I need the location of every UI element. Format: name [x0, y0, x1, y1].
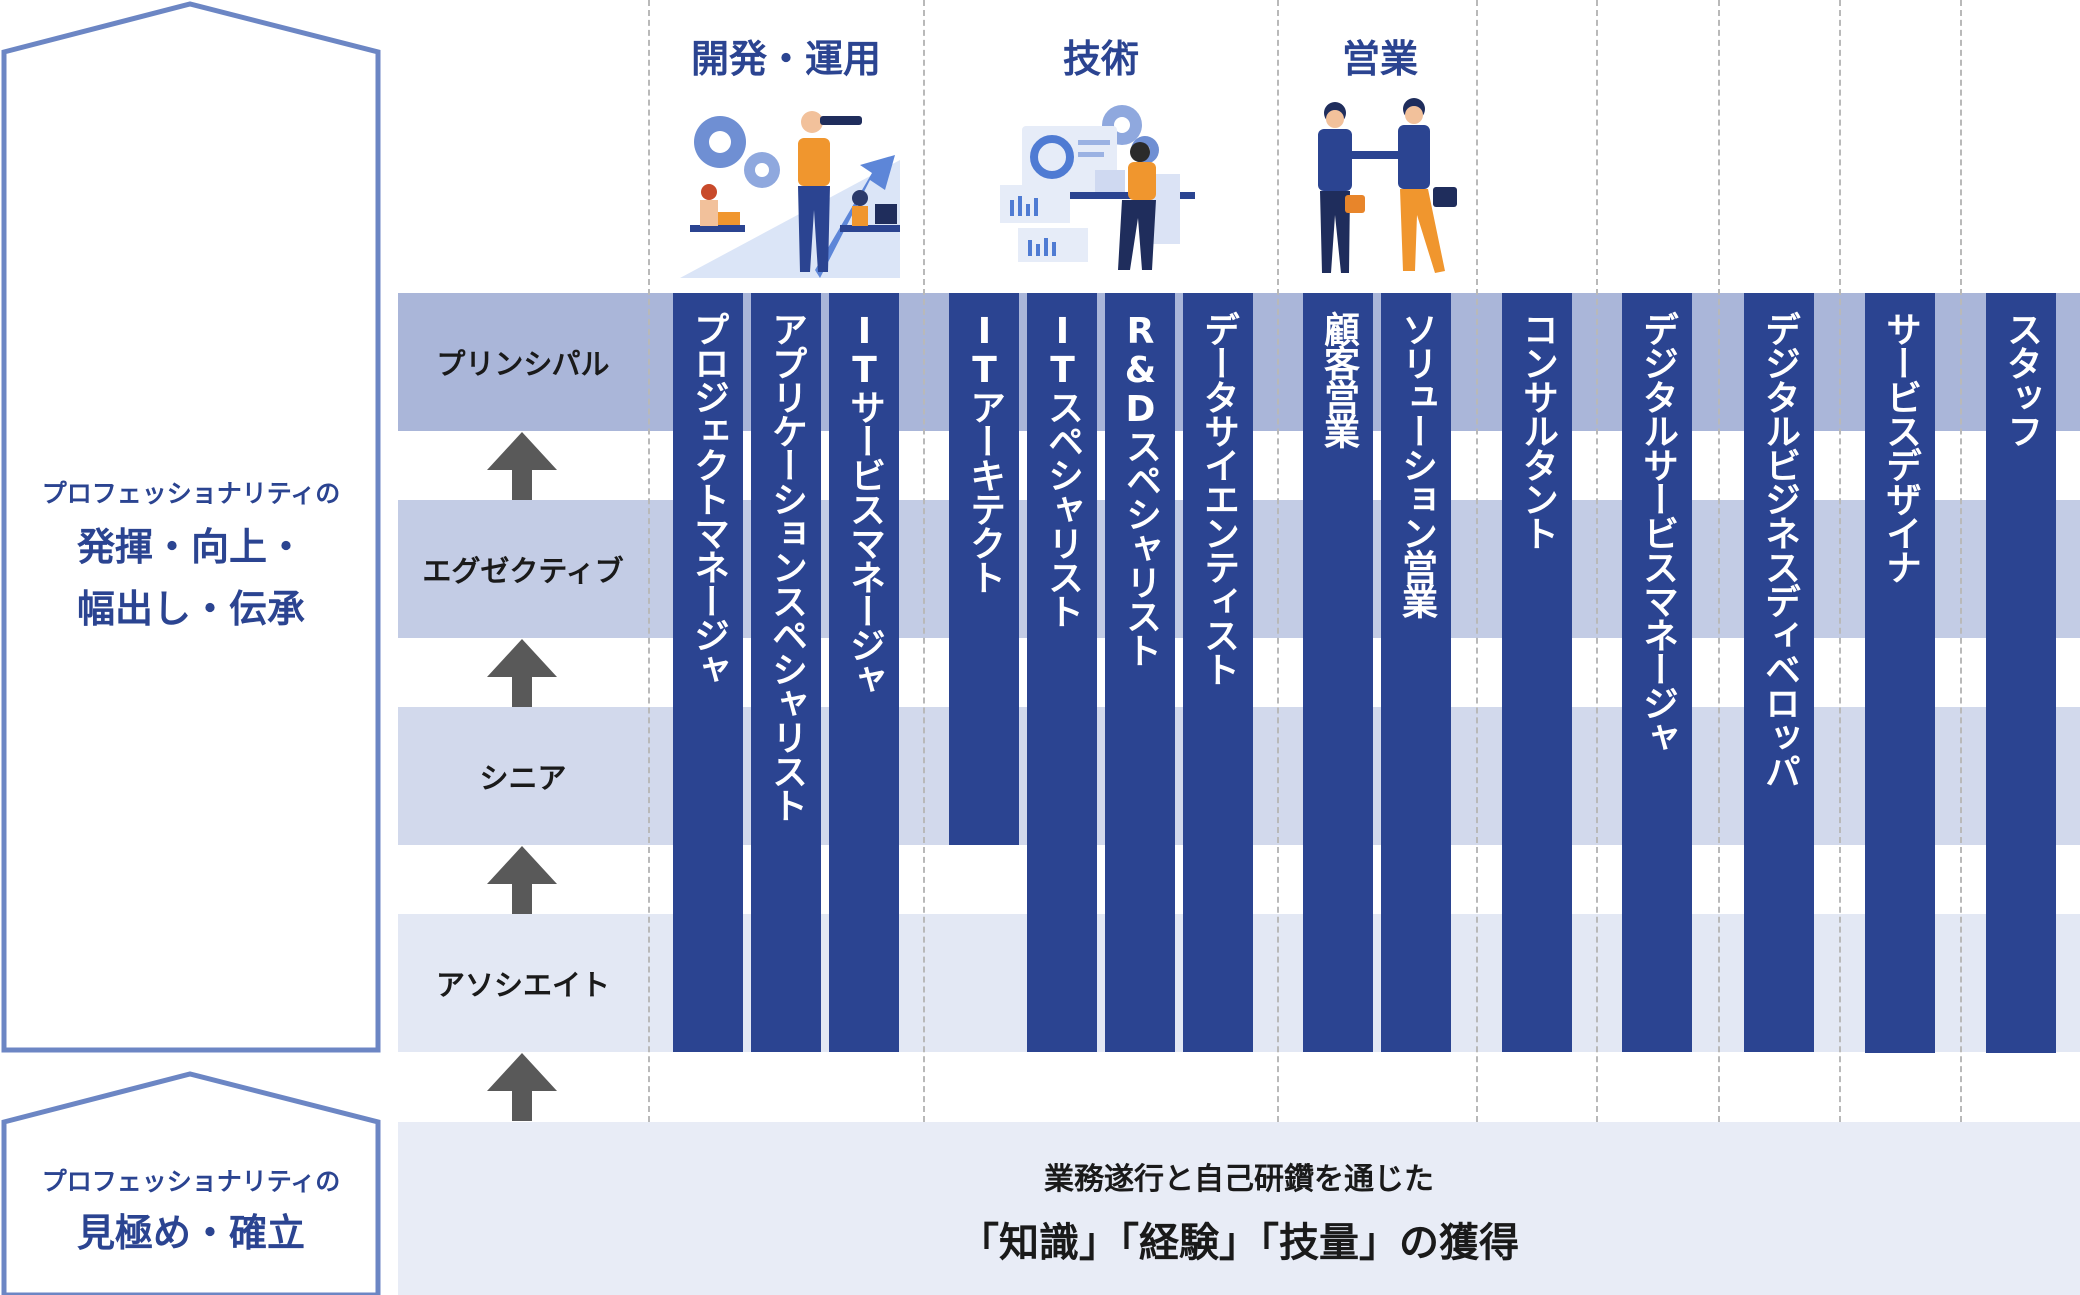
role-column-staff: スタッフ: [1986, 293, 2056, 1053]
role-label: R&Dスペシャリスト: [1120, 311, 1161, 666]
role-label: ITスペシャリスト: [1042, 311, 1083, 627]
role-label: デジタルビジネスディベロッパ: [1759, 311, 1800, 787]
engineer-dashboard-illustration: [1000, 105, 1195, 270]
role-label: スタッフ: [2001, 311, 2042, 447]
role-label: ソリューション営業: [1396, 311, 1437, 617]
role-label: ITアーキテクト: [964, 311, 1005, 593]
group-divider: [648, 0, 650, 1122]
level-label-associate: アソシエイト: [435, 968, 610, 1002]
role-label: ITサービスマネージャ: [844, 311, 885, 695]
role-column-application-specialist: アプリケーションスペシャリスト: [751, 293, 821, 1052]
role-label: デジタルサービスマネージャ: [1637, 311, 1678, 753]
role-column-digital-service-manager: デジタルサービスマネージャ: [1622, 293, 1692, 1052]
group-divider: [923, 0, 925, 1122]
telescope-team-illustration: [680, 111, 900, 278]
role-label: サービスデザイナ: [1880, 311, 1921, 583]
group-heading-dev-ops: 開発・運用: [690, 37, 881, 81]
foundation-bar: 業務遂行と自己研鑽を通じた 「知識」「経験」「技量」の獲得: [398, 1122, 2080, 1295]
level-label-executive: エグゼクティブ: [422, 554, 624, 588]
role-label: コンサルタント: [1517, 311, 1558, 549]
top-house-title-line1: 発揮・向上・: [76, 525, 305, 569]
role-label: 顧客営業: [1318, 311, 1359, 447]
role-column-project-manager: プロジェクトマネージャ: [673, 293, 743, 1052]
group-divider: [1960, 0, 1962, 1122]
role-column-service-designer: サービスデザイナ: [1865, 293, 1935, 1053]
group-divider: [1476, 0, 1478, 1122]
role-label: プロジェクトマネージャ: [688, 311, 729, 685]
role-label: アプリケーションスペシャリスト: [766, 311, 807, 821]
role-column-rd-specialist: R&Dスペシャリスト: [1105, 293, 1175, 1052]
role-column-it-specialist: ITスペシャリスト: [1027, 293, 1097, 1052]
handshake-illustration: [1318, 98, 1457, 273]
group-heading-sales: 営業: [1341, 37, 1418, 81]
up-arrow-icon: [487, 846, 557, 914]
role-column-digital-business-developer: デジタルビジネスディベロッパ: [1744, 293, 1814, 1052]
bottom-house: プロフェッショナリティの 見極め・確立: [0, 1068, 382, 1295]
group-divider: [1839, 0, 1841, 1122]
level-label-principal: プリンシパル: [436, 347, 610, 381]
group-divider: [1277, 0, 1279, 1122]
role-column-customer-sales: 顧客営業: [1303, 293, 1373, 1052]
up-arrow-icon: [487, 432, 557, 500]
foundation-caption: 業務遂行と自己研鑽を通じた: [1044, 1162, 1434, 1197]
group-divider: [1718, 0, 1720, 1122]
house-outline: [1, 1, 381, 1053]
bottom-house-title: 見極め・確立: [76, 1211, 305, 1255]
role-column-it-service-manager: ITサービスマネージャ: [829, 293, 899, 1052]
foundation-title: 「知識」「経験」「技量」の獲得: [959, 1220, 1519, 1266]
top-house-title-line2: 幅出し・伝承: [76, 587, 305, 631]
role-column-data-scientist: データサイエンティスト: [1183, 293, 1253, 1052]
up-arrow-icon: [487, 639, 557, 707]
house-outline: [1, 1071, 381, 1295]
bottom-house-subtitle: プロフェッショナリティの: [41, 1167, 341, 1196]
role-column-consultant: コンサルタント: [1502, 293, 1572, 1052]
group-divider: [1596, 0, 1598, 1122]
role-column-solution-sales: ソリューション営業: [1381, 293, 1451, 1052]
role-label: データサイエンティスト: [1198, 311, 1239, 685]
up-arrow-icon: [487, 1053, 557, 1121]
level-label-senior: シニア: [479, 761, 567, 795]
group-heading-technology: 技術: [1062, 37, 1139, 81]
role-column-it-architect: ITアーキテクト: [949, 293, 1019, 845]
top-house-subtitle: プロフェッショナリティの: [41, 479, 341, 508]
top-house: プロフェッショナリティの 発揮・向上・ 幅出し・伝承: [0, 0, 382, 1054]
